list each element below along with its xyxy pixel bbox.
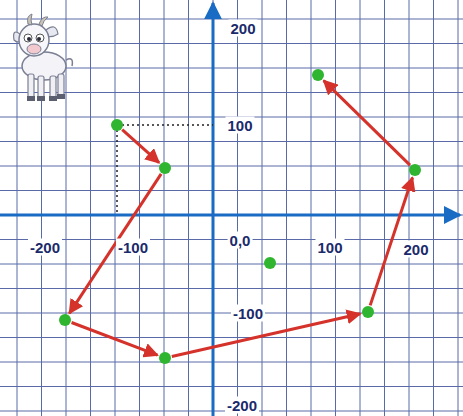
- grid-line: [0, 337, 463, 338]
- grid-line: [409, 0, 410, 416]
- point-dot: [264, 257, 276, 269]
- axis-number: 0,0: [228, 232, 253, 249]
- grid-line: [0, 43, 463, 44]
- point-dot: [362, 306, 374, 318]
- dotted-guide: [117, 124, 213, 126]
- grid-line: [213, 0, 214, 416]
- grid-line: [335, 0, 336, 416]
- axis-number: 100: [315, 239, 344, 256]
- axis-number: -100: [231, 305, 265, 322]
- axis-number: -100: [116, 239, 150, 256]
- grid-line: [0, 68, 463, 69]
- grid-line: [0, 288, 463, 289]
- dotted-guide: [116, 125, 118, 215]
- grid-line: [458, 0, 459, 416]
- y-axis: [212, 3, 215, 416]
- path-arrow: [172, 314, 360, 357]
- grid-line: [17, 0, 18, 416]
- axis-number: 200: [401, 241, 430, 258]
- grid-line: [0, 362, 463, 363]
- path-arrow: [324, 81, 410, 166]
- axis-number: 100: [225, 117, 254, 134]
- axis-number: 200: [228, 20, 257, 37]
- path-arrows: [69, 81, 412, 357]
- path-arrow: [122, 130, 159, 163]
- grid-line: [311, 0, 312, 416]
- grid-line: [0, 215, 463, 216]
- grid-line: [0, 141, 463, 142]
- x-axis: [0, 214, 460, 217]
- grid-line: [0, 386, 463, 387]
- point-dot: [159, 352, 171, 364]
- grid-line: [0, 92, 463, 93]
- point-dot: [312, 69, 324, 81]
- path-arrow: [72, 322, 158, 355]
- point-dot: [409, 164, 421, 176]
- grid-line: [90, 0, 91, 416]
- dotted-guides: [117, 125, 213, 215]
- grid-line: [115, 0, 116, 416]
- grid-line: [0, 166, 463, 167]
- path-arrow: [69, 174, 161, 313]
- grid-line: [286, 0, 287, 416]
- axes: [0, 3, 460, 416]
- grid-line: [0, 264, 463, 265]
- grid-line: [433, 0, 434, 416]
- goat-picture: [14, 14, 73, 101]
- grid-line: [360, 0, 361, 416]
- point-dot: [159, 162, 171, 174]
- axis-number: -200: [28, 239, 62, 256]
- points: [59, 69, 421, 364]
- grid-line: [262, 0, 263, 416]
- grid-line: [237, 0, 238, 416]
- point-dot: [59, 314, 71, 326]
- grid-line: [384, 0, 385, 416]
- grid-line: [0, 190, 463, 191]
- axis-number: -200: [225, 397, 259, 414]
- point-dot: [111, 119, 123, 131]
